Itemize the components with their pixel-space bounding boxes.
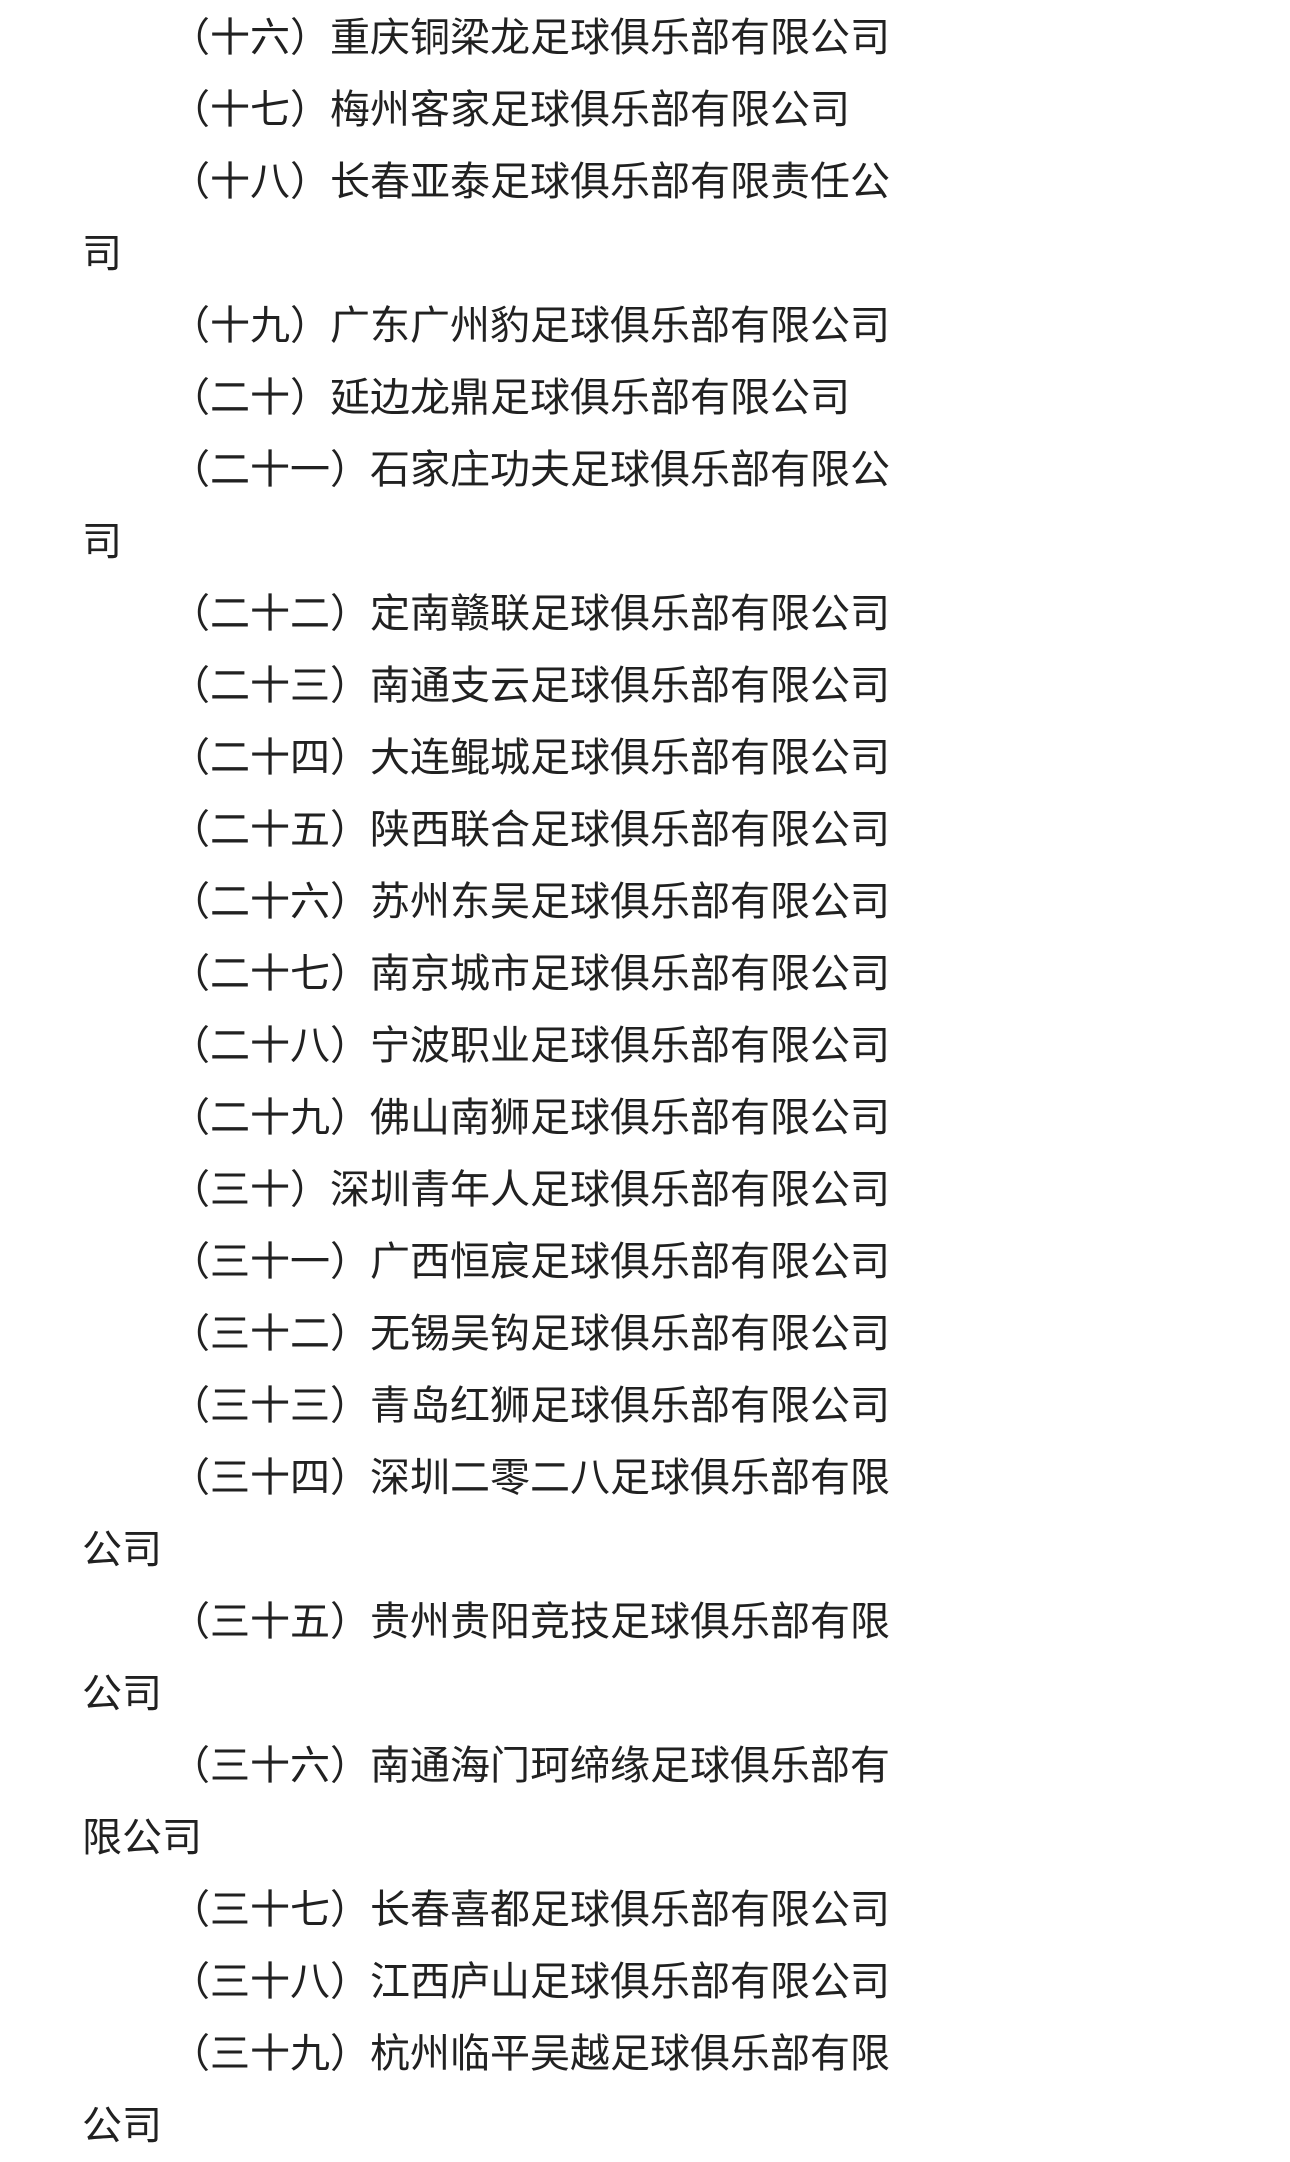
list-item: （二十五）陕西联合足球俱乐部有限公司 [170, 807, 890, 852]
list-item: （二十二）定南赣联足球俱乐部有限公司 [170, 591, 890, 636]
list-item: （二十一）石家庄功夫足球俱乐部有限公司 [82, 447, 890, 564]
list-item: （十九）广东广州豹足球俱乐部有限公司 [170, 303, 890, 348]
list-item: （二十六）苏州东吴足球俱乐部有限公司 [170, 879, 890, 924]
list-item: （三十八）江西庐山足球俱乐部有限公司 [170, 1959, 890, 2004]
list-item: （三十一）广西恒宸足球俱乐部有限公司 [170, 1239, 890, 1284]
list-item: （三十二）无锡吴钩足球俱乐部有限公司 [170, 1311, 890, 1356]
list-item: （三十三）青岛红狮足球俱乐部有限公司 [170, 1383, 890, 1428]
list-item: （三十四）深圳二零二八足球俱乐部有限公司 [82, 1455, 890, 1572]
list-item: （三十七）长春喜都足球俱乐部有限公司 [170, 1887, 890, 1932]
list-item: （二十七）南京城市足球俱乐部有限公司 [170, 951, 890, 996]
list-item: （二十九）佛山南狮足球俱乐部有限公司 [170, 1095, 890, 1140]
list-item: （三十五）贵州贵阳竞技足球俱乐部有限公司 [82, 1599, 890, 1716]
club-list: （十六）重庆铜梁龙足球俱乐部有限公司 （十七）梅州客家足球俱乐部有限公司 （十八）长… [82, 2, 912, 2162]
list-item: （二十）延边龙鼎足球俱乐部有限公司 [170, 375, 850, 420]
list-item: （十八）长春亚泰足球俱乐部有限责任公司 [82, 159, 890, 276]
list-item: （二十八）宁波职业足球俱乐部有限公司 [170, 1023, 890, 1068]
list-item: （十七）梅州客家足球俱乐部有限公司 [170, 87, 850, 132]
list-item: （二十三）南通支云足球俱乐部有限公司 [170, 663, 890, 708]
list-item: （三十）深圳青年人足球俱乐部有限公司 [170, 1167, 890, 1212]
list-item: （三十六）南通海门珂缔缘足球俱乐部有限公司 [82, 1743, 890, 1860]
list-item: （十六）重庆铜梁龙足球俱乐部有限公司 [170, 15, 890, 60]
list-item: （三十九）杭州临平吴越足球俱乐部有限公司 [82, 2031, 890, 2148]
list-item: （二十四）大连鲲城足球俱乐部有限公司 [170, 735, 890, 780]
